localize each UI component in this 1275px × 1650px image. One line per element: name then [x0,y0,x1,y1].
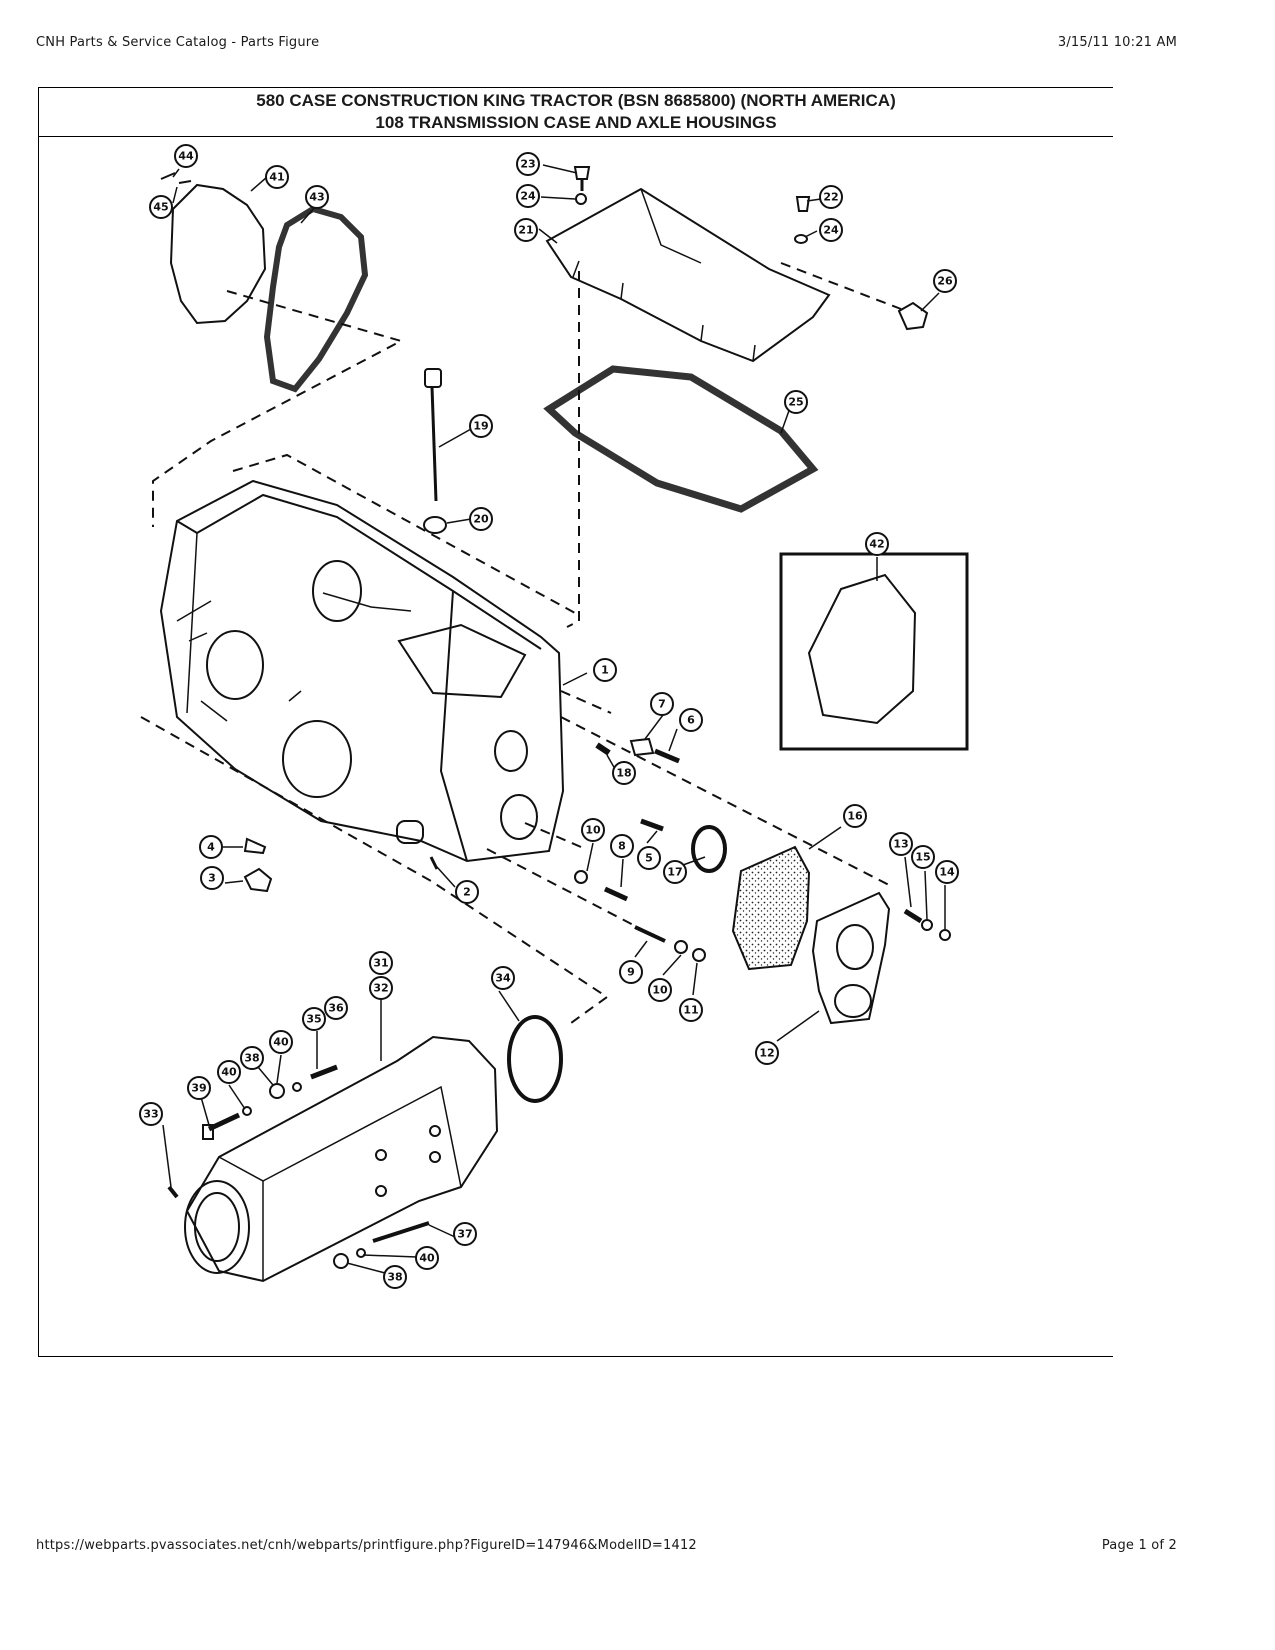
print-header-timestamp: 3/15/11 10:21 AM [1057,35,1177,50]
callout-20: 20 [473,513,489,526]
rear-cover-gasket [263,205,369,393]
axle-o-ring [507,1015,563,1103]
callout-18: 18 [616,767,631,780]
callout-40: 40 [419,1252,435,1265]
figure-title-block: 580 CASE CONSTRUCTION KING TRACTOR (BSN … [39,88,1113,137]
callout-23: 23 [520,158,535,171]
callout-5: 5 [645,852,653,865]
callout-35: 35 [306,1013,321,1026]
callout-24: 24 [520,190,536,203]
callout-1: 1 [601,664,609,677]
callout-39: 39 [191,1082,206,1095]
print-footer-page: Page 1 of 2 [1101,1538,1177,1553]
callout-36: 36 [328,1002,344,1015]
callout-33: 33 [143,1108,158,1121]
dipstick-seal [423,516,447,534]
rear-cover-plate [169,183,267,325]
callout-4: 4 [207,841,215,854]
print-footer-url: https://webparts.pvassociates.net/cnh/we… [36,1538,697,1553]
callout-10: 10 [652,984,668,997]
inset-cover [807,573,917,725]
callout-21: 21 [518,224,533,237]
callout-16: 16 [847,810,863,823]
callout-19: 19 [473,420,488,433]
callout-13: 13 [893,838,908,851]
transmission-case [159,479,565,863]
callout-43: 43 [309,191,324,204]
parts-figure-frame: 580 CASE CONSTRUCTION KING TRACTOR (BSN … [38,87,1113,1357]
top-cover-gasket [543,365,819,513]
callout-11: 11 [683,1004,698,1017]
callout-17: 17 [667,866,682,879]
callout-41: 41 [269,171,284,184]
figure-title-section: 108 TRANSMISSION CASE AND AXLE HOUSINGS [375,113,777,132]
callout-38: 38 [387,1271,402,1284]
callout-38: 38 [244,1052,259,1065]
callout-9: 9 [627,966,635,979]
callout-45: 45 [153,201,168,214]
axle-housing [184,1035,499,1283]
callout-6: 6 [687,714,695,727]
callout-40: 40 [221,1066,237,1079]
callout-42: 42 [869,538,884,551]
oil-seal [691,825,727,873]
callout-32: 32 [373,982,388,995]
callout-2: 2 [463,886,471,899]
callout-12: 12 [759,1047,774,1060]
callout-44: 44 [178,150,194,163]
callout-34: 34 [495,972,511,985]
callout-8: 8 [618,840,626,853]
callout-40: 40 [273,1036,289,1049]
callout-31: 31 [373,957,388,970]
callout-14: 14 [939,866,955,879]
callout-7: 7 [658,698,666,711]
callout-15: 15 [915,851,930,864]
callout-26: 26 [937,275,953,288]
dipstick-cap [424,368,442,388]
side-gasket [731,845,811,971]
callout-25: 25 [788,396,803,409]
exploded-parts-diagram: 1 2 3 4 5 6 7 8 9 10 10 11 12 13 14 15 1… [139,144,969,1289]
callout-24: 24 [823,224,839,237]
callout-10: 10 [585,824,601,837]
callout-37: 37 [457,1228,472,1241]
callout-3: 3 [208,872,216,885]
figure-title-model: 580 CASE CONSTRUCTION KING TRACTOR (BSN … [256,91,896,110]
callout-22: 22 [823,191,838,204]
print-header-title: CNH Parts & Service Catalog - Parts Figu… [36,35,320,50]
top-cover [545,187,831,363]
pto-cover [811,891,891,1025]
